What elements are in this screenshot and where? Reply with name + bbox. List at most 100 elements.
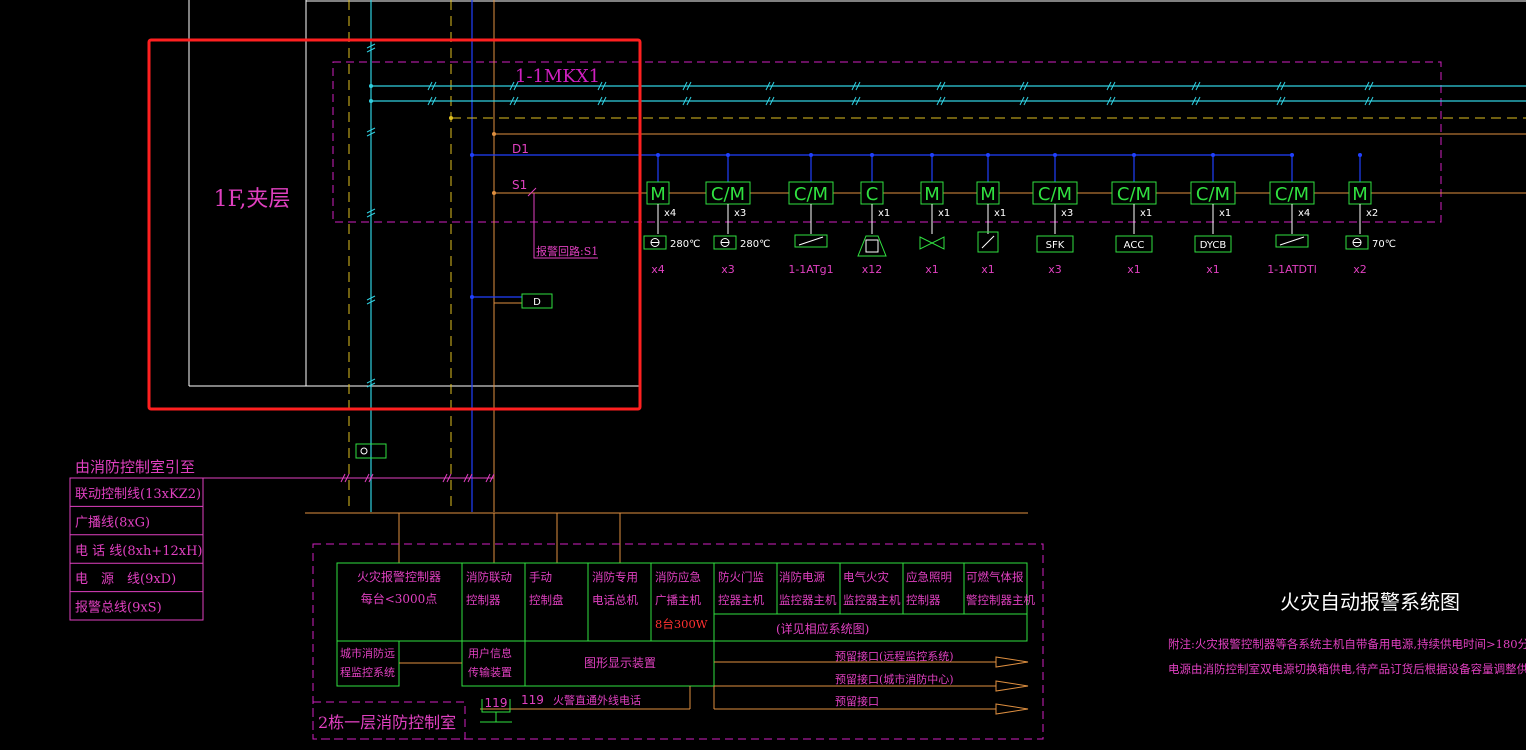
alarm-loop-label: 报警回路:S1 bbox=[536, 244, 598, 258]
module-label: C/M bbox=[711, 184, 745, 205]
unit-line1: 消防电源 bbox=[779, 570, 825, 584]
device-junction bbox=[930, 153, 934, 157]
device-junction bbox=[1290, 153, 1294, 157]
city-monitor-line2: 程监控系统 bbox=[340, 665, 395, 679]
source-table-row: 广播线(8xG) bbox=[75, 515, 150, 530]
device-junction bbox=[1053, 153, 1057, 157]
device-label-box bbox=[1194, 235, 1232, 253]
control-room-text: 火灾报警控制器 每台<3000点 (详见相应系统图) 城市消防远 程监控系统 用… bbox=[340, 569, 869, 679]
speaker-icon bbox=[857, 235, 887, 257]
device-label-box bbox=[1115, 235, 1153, 253]
feeder-ticks bbox=[340, 473, 495, 483]
device-label-box bbox=[1036, 235, 1074, 253]
d-box-label: D bbox=[533, 297, 541, 308]
unit-line2: 控制器 bbox=[906, 593, 941, 607]
note-line2: 电源由消防控制室双电源切换箱供电,待产品订货后根据设备容量调整供电回路。 bbox=[1168, 662, 1526, 676]
module-label: M bbox=[650, 184, 666, 205]
direct-line-label: 火警直通外线电话 bbox=[553, 693, 641, 707]
junction-dots bbox=[369, 84, 496, 299]
device-bottom-label: 1-1ATg1 bbox=[788, 263, 833, 276]
module-label: C/M bbox=[1196, 184, 1230, 205]
valve-icon bbox=[919, 236, 945, 250]
module-label: M bbox=[924, 184, 940, 205]
module-label: M bbox=[1352, 184, 1368, 205]
user-info-line2: 传输装置 bbox=[468, 665, 512, 679]
module-label: C/M bbox=[794, 184, 828, 205]
module-label: C/M bbox=[1117, 184, 1151, 205]
device-count: x3 bbox=[734, 208, 746, 219]
device-count: x1 bbox=[938, 208, 950, 219]
device-count: x2 bbox=[1366, 208, 1378, 219]
device-column: Mx1 x1 bbox=[919, 153, 950, 276]
source-table: 联动控制线(13xKZ2)广播线(8xG)电 话 线(8xh+12xH)电 源 … bbox=[69, 477, 204, 621]
device-bottom-label: x3 bbox=[721, 263, 735, 276]
device-label-box bbox=[1036, 235, 1074, 253]
unit-line1: 可燃气体报 bbox=[966, 570, 1024, 584]
control-room-drops bbox=[398, 513, 621, 563]
device-sub-label: 70℃ bbox=[1372, 239, 1396, 250]
bus-s1-label: S1 bbox=[512, 178, 527, 192]
unit-line1: 应急照明 bbox=[906, 570, 952, 584]
reserved-label-2: 预留接口(城市消防中心) bbox=[835, 672, 954, 686]
device-count: x1 bbox=[1219, 208, 1231, 219]
device-sub-label: SFK bbox=[1046, 240, 1065, 251]
device-junction bbox=[809, 153, 813, 157]
module-label: M bbox=[980, 184, 996, 205]
reserved-label-1: 预留接口(远程监控系统) bbox=[835, 649, 954, 663]
valve-280-icon bbox=[643, 235, 667, 250]
d-box bbox=[521, 293, 553, 309]
control-room-label: 2栋一层消防控制室 bbox=[318, 713, 456, 732]
fire-door-icon bbox=[1275, 234, 1309, 248]
source-table-row: 报警总线(9xS) bbox=[75, 600, 162, 616]
device-count: x3 bbox=[1061, 208, 1073, 219]
floor-label: 1F,夹层 bbox=[214, 187, 291, 212]
source-table-row: 联动控制线(13xKZ2) bbox=[75, 487, 201, 502]
valve-70-icon bbox=[1345, 235, 1369, 250]
unit-line2: 广播主机 bbox=[655, 593, 701, 607]
unit-line2: 控器主机 bbox=[718, 593, 764, 607]
device-bottom-label: x1 bbox=[1206, 263, 1220, 276]
device-junction bbox=[870, 153, 874, 157]
control-room-label-box bbox=[312, 701, 466, 740]
device-sub-label: DYCB bbox=[1200, 240, 1227, 251]
device-count: x1 bbox=[1140, 208, 1152, 219]
module-label: C/M bbox=[1275, 184, 1309, 205]
manual-alarm-icon bbox=[360, 447, 368, 455]
module-box-label: 1-1MKX1 bbox=[515, 66, 600, 87]
module-label: C bbox=[866, 184, 879, 205]
bus-d1-label: D1 bbox=[512, 142, 529, 156]
valve-280-icon bbox=[713, 235, 737, 250]
unit-line1: 防火门监 bbox=[718, 570, 764, 584]
device-junction bbox=[986, 153, 990, 157]
control-room-grid bbox=[336, 562, 1028, 687]
pressure-switch-icon bbox=[977, 231, 999, 253]
phone-number: 119 bbox=[521, 693, 544, 707]
unit-line2: 电话总机 bbox=[592, 593, 638, 607]
module-label: C/M bbox=[1038, 184, 1072, 205]
city-monitor-line1: 城市消防远 bbox=[340, 646, 395, 660]
unit-line3: 8台300W bbox=[655, 617, 708, 631]
device-bottom-label: x12 bbox=[862, 263, 883, 276]
alarm-loop-leader bbox=[527, 187, 598, 259]
unit-line1: 消防应急 bbox=[655, 570, 701, 584]
graphic-display-label: 图形显示装置 bbox=[584, 656, 656, 670]
device-bottom-label: x1 bbox=[981, 263, 995, 276]
fire-controller-line1: 火灾报警控制器 bbox=[357, 569, 441, 584]
module-box bbox=[332, 61, 1442, 223]
note-line1: 附注:火灾报警控制器等各系统主机自带备用电源,持续供电时间>180分钟,工作 bbox=[1168, 637, 1526, 651]
device-bottom-label: x1 bbox=[925, 263, 939, 276]
device-bottom-label: x3 bbox=[1048, 263, 1062, 276]
device-junction bbox=[726, 153, 730, 157]
unit-line2: 监控器主机 bbox=[843, 593, 901, 607]
diagram-title: 火灾自动报警系统图 bbox=[1280, 590, 1460, 614]
reserved-arrows bbox=[713, 656, 1029, 715]
highlight-box bbox=[147, 38, 642, 411]
device-count: x4 bbox=[1298, 208, 1310, 219]
